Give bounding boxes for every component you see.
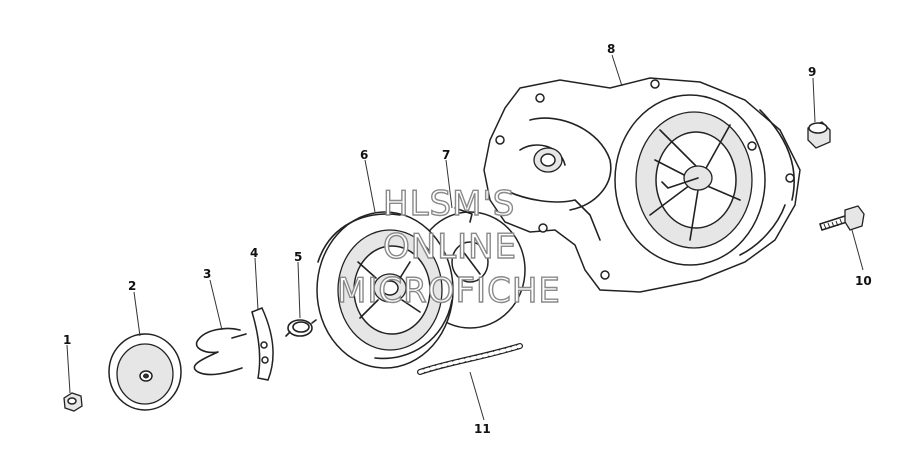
part-4-pawl (251, 307, 274, 381)
part-2-plate (108, 333, 182, 411)
label-5: 5 (294, 250, 302, 264)
part-number-labels: 1 2 3 4 5 6 7 8 9 10 11 (63, 42, 872, 436)
label-11: 11 (474, 422, 491, 436)
part-3-clip (193, 327, 247, 376)
label-10: 10 (855, 274, 872, 288)
part-11-rope (417, 343, 523, 375)
watermark-line-3: MICROFICHE (337, 271, 561, 311)
part-7-marker (454, 207, 473, 223)
part-9-bushing (807, 121, 831, 149)
watermark-line-1: HLSM'S (383, 184, 515, 224)
label-4: 4 (250, 246, 258, 260)
leader-lines (66, 54, 864, 421)
part-10-bolt (819, 205, 865, 231)
label-6: 6 (360, 148, 368, 162)
label-3: 3 (203, 267, 211, 281)
label-9: 9 (808, 65, 816, 79)
part-1-nut (63, 392, 83, 412)
part-8-housing (483, 77, 801, 293)
label-2: 2 (128, 279, 136, 293)
label-7: 7 (442, 148, 450, 162)
label-8: 8 (607, 42, 615, 56)
part-5-spring (285, 319, 317, 337)
part-6-starter-pulley (316, 211, 526, 369)
watermark-line-2: ONLINE (383, 227, 517, 267)
label-1: 1 (63, 333, 71, 347)
watermark: HLSM'S ONLINE MICROFICHE (336, 183, 561, 311)
